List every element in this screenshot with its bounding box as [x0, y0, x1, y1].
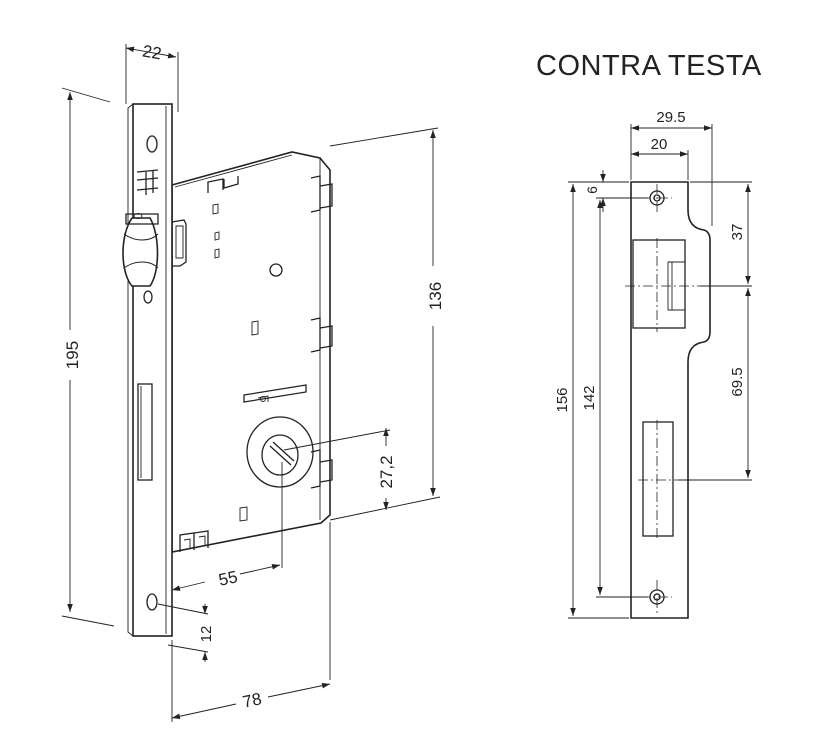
dim-total-height-label: 195 [63, 341, 82, 369]
roller-latch [122, 217, 159, 287]
lock-dimensions [61, 44, 441, 722]
mortise-lock [122, 103, 333, 637]
dim-case-depth-label: 78 [241, 689, 263, 712]
dim-cylinder-offset-label: 27,2 [377, 455, 396, 488]
dim-case-height-label: 136 [426, 282, 445, 310]
dim-strike-total-height-label: 156 [554, 387, 571, 412]
dim-strike-screw-top-label: 6 [584, 186, 600, 194]
dim-strike-outer-width-label: 29.5 [656, 109, 685, 126]
dim-strike-screw-spacing-label: 142 [581, 385, 598, 410]
dim-screw-offset-label: 12 [198, 626, 215, 643]
dim-strike-latch-to-bolt-label: 69.5 [729, 367, 746, 396]
dim-strike-inner-width-label: 20 [651, 136, 668, 153]
strike-plate-outline [630, 181, 711, 619]
strike-plate-title: CONTRA TESTA [536, 50, 762, 82]
lock-case [171, 151, 331, 553]
bolt-opening [642, 421, 674, 537]
dim-strike-latch-position-label: 37 [729, 224, 746, 241]
strike-dimensions [568, 124, 752, 619]
dim-backset-distance-label: 55 [217, 567, 239, 590]
dim-backset-width-label: 22 [141, 41, 163, 63]
strike-plate [625, 181, 711, 619]
